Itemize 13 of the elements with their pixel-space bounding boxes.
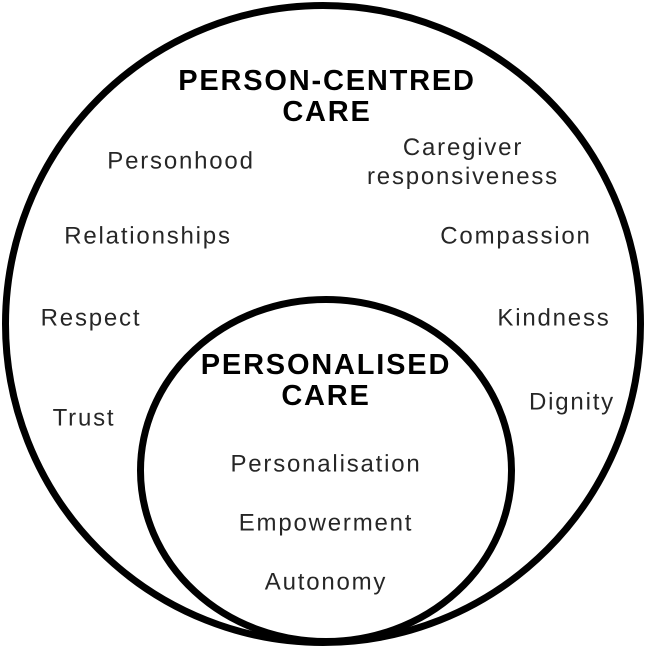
concept-label: Personhood	[107, 146, 255, 176]
concept-label: Empowerment	[238, 508, 414, 538]
concept-label: Compassion	[440, 222, 592, 250]
concept-label: Autonomy	[264, 568, 388, 596]
concept-label: Respect	[40, 304, 142, 332]
concept-label: Dignity	[529, 388, 615, 416]
concept-label: Personalisation	[230, 450, 422, 478]
circle-heading: PERSONALISED CARE	[200, 350, 452, 412]
circle-heading: PERSON-CENTRED CARE	[177, 66, 477, 128]
concept-label: Caregiver responsiveness	[366, 133, 560, 191]
concept-label: Relationships	[64, 222, 232, 250]
concept-label: Trust	[52, 404, 116, 432]
concept-label: Kindness	[497, 304, 611, 332]
